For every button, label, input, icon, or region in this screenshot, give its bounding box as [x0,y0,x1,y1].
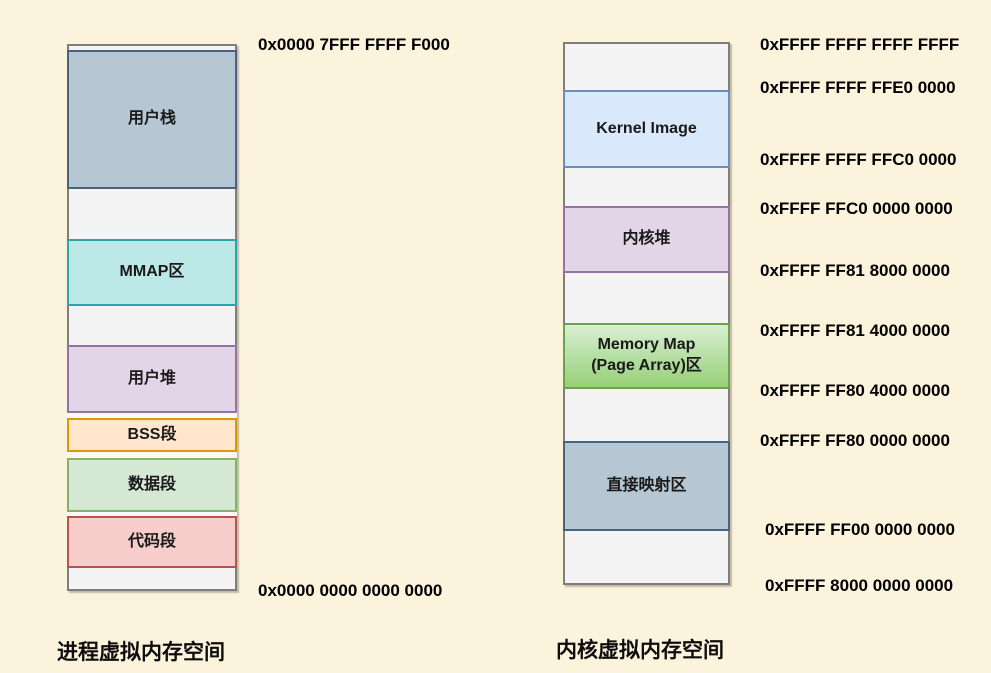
segment-user-heap: 用户堆 [67,345,237,413]
segment-kernel-heap: 内核堆 [563,206,730,273]
segment-memory-map-label-line2: (Page Array)区 [591,357,702,374]
segment-gap [67,413,237,418]
segment-kernel-image: Kernel Image [563,90,730,168]
segment-user-heap-label: 用户堆 [127,369,176,387]
kernel-address-1: 0xFFFF FFFF FFE0 0000 [760,78,956,97]
kernel-address-7: 0xFFFF FF80 0000 0000 [760,431,950,450]
kernel-address-0: 0xFFFF FFFF FFFF FFFF [760,35,960,54]
segment-kernel-image-label: Kernel Image [596,119,697,137]
empty-segment [565,389,728,441]
segment-mmap-label: MMAP区 [119,263,185,281]
segment-kernel-heap-label: 内核堆 [622,230,671,248]
kernel-address-8: 0xFFFF FF00 0000 0000 [765,520,955,539]
empty-segment [69,189,235,239]
empty-segment [565,168,728,206]
empty-segment-top [565,44,728,90]
kernel-address-9: 0xFFFF 8000 0000 0000 [765,576,954,595]
segment-mmap: MMAP区 [67,239,237,306]
segment-gap [67,452,237,458]
segment-bss: BSS段 [67,418,237,452]
kernel-memory-column: Kernel Image 内核堆 Memory Map (Page Array)… [563,42,730,585]
segment-data: 数据段 [67,458,237,512]
kernel-address-2: 0xFFFF FFFF FFC0 0000 [760,150,957,169]
segment-code-label: 代码段 [127,532,176,550]
segment-direct-map: 直接映射区 [563,441,730,531]
segment-memory-map: Memory Map (Page Array)区 [563,323,730,389]
kernel-address-6: 0xFFFF FF80 4000 0000 [760,381,950,400]
segment-user-stack-label: 用户栈 [127,110,176,128]
kernel-address-3: 0xFFFF FFC0 0000 0000 [760,199,953,218]
empty-segment [69,306,235,345]
kernel-address-5: 0xFFFF FF81 4000 0000 [760,321,950,340]
segment-gap [67,512,237,516]
process-memory-column: 用户栈 MMAP区 用户堆 BSS段 数据段 代码段 [67,44,237,591]
segment-direct-map-label: 直接映射区 [606,476,687,494]
kernel-address-4: 0xFFFF FF81 8000 0000 [760,261,950,280]
process-address-bottom: 0x0000 0000 0000 0000 [258,581,443,600]
segment-bss-label: BSS段 [127,425,177,443]
empty-segment [565,273,728,323]
process-memory-title: 进程虚拟内存空间 [57,641,225,664]
segment-data-label: 数据段 [127,475,176,493]
process-address-top: 0x0000 7FFF FFFF F000 [258,35,450,54]
empty-segment-bottom [69,568,235,589]
segment-memory-map-label-line1: Memory Map [597,336,696,354]
segment-user-stack: 用户栈 [67,50,237,189]
segment-code: 代码段 [67,516,237,568]
kernel-memory-title: 内核虚拟内存空间 [556,639,724,662]
empty-segment-bottom [565,531,728,583]
